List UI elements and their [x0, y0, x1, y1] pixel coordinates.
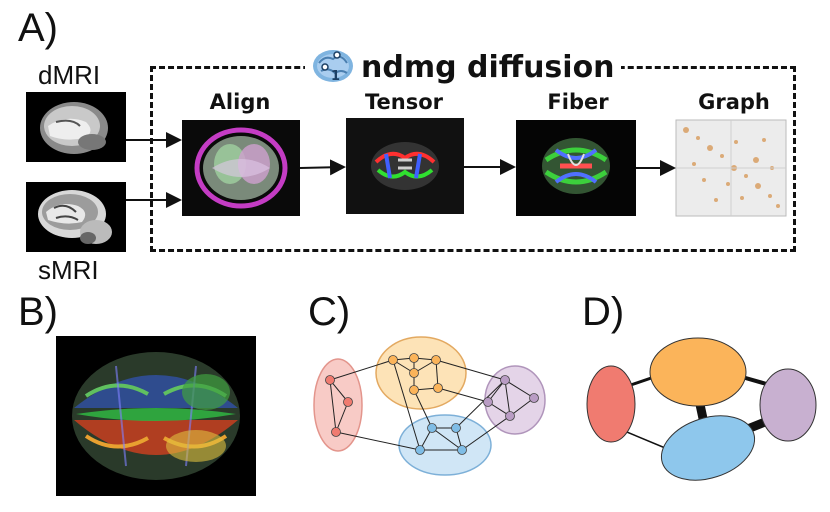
align-image [182, 120, 300, 216]
step-label-fiber: Fiber [547, 90, 609, 114]
panel-label-c: C) [308, 290, 351, 334]
step-label-align: Align [209, 90, 271, 114]
node-orange [649, 337, 747, 407]
node-blue [660, 415, 756, 481]
dmri-label: dMRI [38, 60, 101, 90]
dmri-image [26, 92, 126, 162]
brain-icon: 1 [313, 50, 353, 84]
arrow-align-tensor [299, 159, 346, 176]
smri-image [26, 182, 126, 252]
fiber-image [516, 120, 636, 216]
pipeline-title: ndmg diffusion [361, 49, 615, 85]
step-label-tensor: Tensor [364, 90, 443, 114]
smri-label: sMRI [38, 255, 99, 285]
tensor-image [346, 118, 464, 214]
step-label-graph: Graph [698, 90, 770, 114]
cluster-orange [375, 336, 467, 410]
node-purple [759, 368, 817, 442]
svg-text:1: 1 [331, 69, 340, 84]
tractography-image [56, 336, 256, 496]
pipeline-title-wrap: 1 ndmg diffusion [305, 46, 621, 88]
panel-label-a: A) [18, 6, 58, 50]
panel-label-d: D) [582, 290, 625, 334]
graph-image [675, 119, 787, 217]
panel-label-b: B) [18, 290, 58, 334]
node-red [586, 365, 636, 443]
